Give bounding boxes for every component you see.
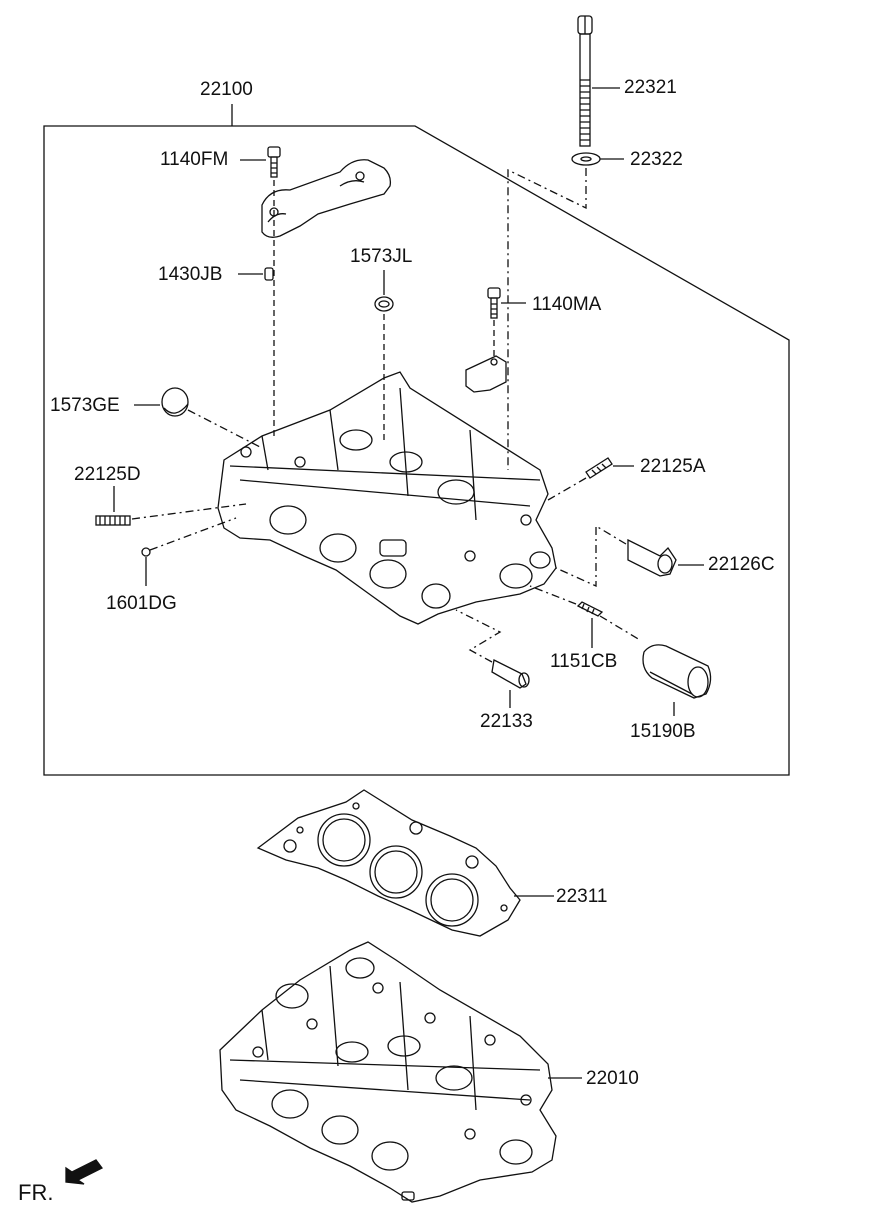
stud-22125D-drawing bbox=[95, 515, 131, 526]
ball-1601DG-drawing bbox=[141, 547, 151, 557]
label-1151CB: 1151CB bbox=[550, 651, 618, 672]
label-22321: 22321 bbox=[624, 77, 677, 98]
label-22125A: 22125A bbox=[640, 456, 706, 477]
label-22322: 22322 bbox=[630, 149, 683, 170]
bolt-1140FM-drawing bbox=[267, 146, 281, 178]
label-22133: 22133 bbox=[480, 711, 533, 732]
label-22100: 22100 bbox=[200, 79, 253, 100]
assembly-boundary bbox=[43, 125, 790, 776]
label-1140FM: 1140FM bbox=[160, 149, 229, 170]
sleeve-22126C-drawing bbox=[627, 538, 677, 577]
cylinder-head-lower-drawing bbox=[219, 941, 557, 1203]
label-22125D: 22125D bbox=[74, 464, 141, 485]
stud-1151CB-drawing bbox=[576, 601, 604, 617]
label-1573JL: 1573JL bbox=[350, 246, 413, 267]
gasket-22311-drawing bbox=[256, 789, 521, 937]
pin-1430JB-drawing bbox=[264, 267, 274, 281]
seal-1573JL-drawing bbox=[374, 296, 394, 312]
pin-22133-drawing bbox=[491, 659, 530, 689]
label-1140MA: 1140MA bbox=[532, 294, 602, 315]
cap-15190B-drawing bbox=[642, 644, 712, 699]
washer-22322-drawing bbox=[571, 152, 601, 166]
label-22126C: 22126C bbox=[708, 554, 775, 575]
bolt-22321-drawing bbox=[577, 15, 593, 147]
label-22010: 22010 bbox=[586, 1068, 639, 1089]
plug-1573GE-drawing bbox=[161, 387, 189, 417]
bolt-1140MA-drawing bbox=[487, 287, 501, 319]
label-15190B: 15190B bbox=[630, 721, 696, 742]
label-22311: 22311 bbox=[556, 886, 608, 907]
label-1573GE: 1573GE bbox=[50, 395, 120, 416]
front-arrow-icon bbox=[65, 1159, 103, 1185]
front-marker-label: FR. bbox=[18, 1180, 54, 1205]
bearing-cap-small-drawing bbox=[465, 355, 507, 393]
stud-22125A-drawing bbox=[585, 457, 613, 479]
label-1601DG: 1601DG bbox=[106, 593, 177, 614]
cylinder-head-upper-drawing bbox=[217, 371, 557, 625]
bearing-cap-upper-drawing bbox=[261, 159, 392, 238]
label-1430JB: 1430JB bbox=[158, 264, 223, 285]
